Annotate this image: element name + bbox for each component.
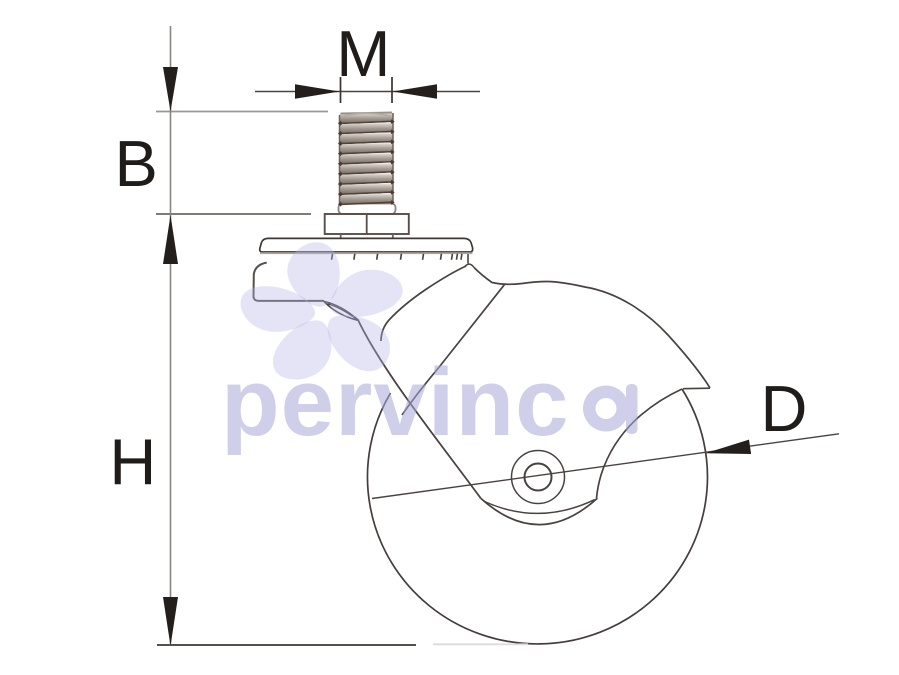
svg-text:H: H [109,425,156,498]
svg-text:pervinc: pervinc [221,349,569,456]
svg-text:M: M [336,17,390,90]
svg-text:B: B [115,127,158,200]
svg-text:D: D [761,372,808,445]
